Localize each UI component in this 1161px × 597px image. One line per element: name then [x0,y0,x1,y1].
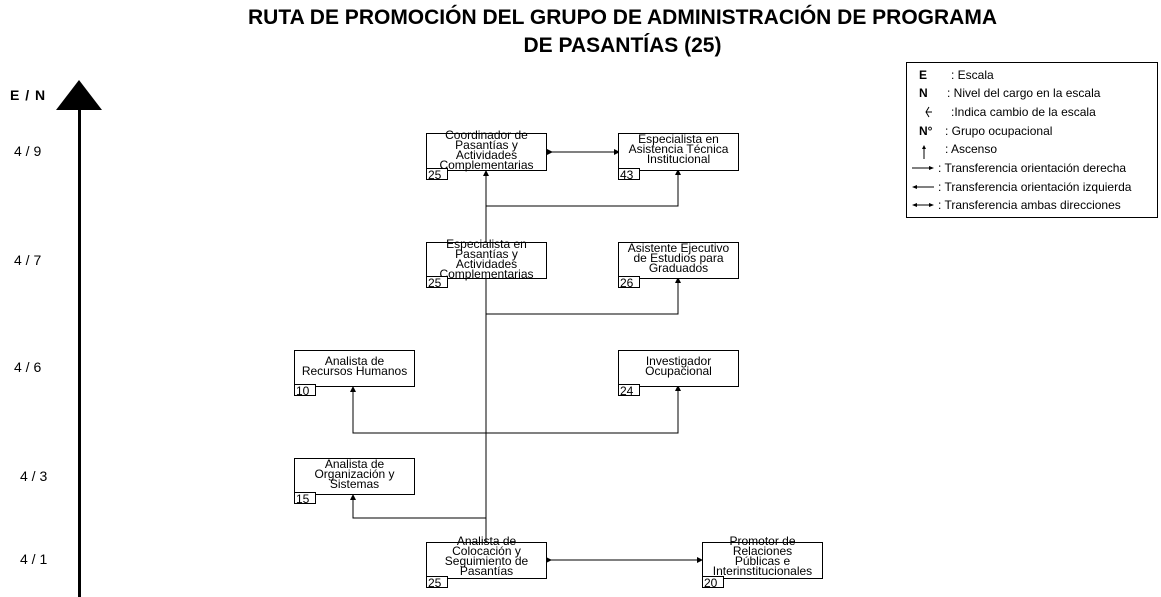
right-arrow-icon [912,166,934,170]
box-title: Promotor de Relaciones Públicas e Interi… [712,534,813,578]
box-title: Investigador Ocupacional [645,354,712,378]
legend-text: : Nivel del cargo en la escala [947,86,1101,100]
box-code: 25 [426,576,448,589]
box-analista-colocacion: Analista de Colocación y Seguimiento de … [426,535,547,589]
legend-text: :Indica cambio de la escala [951,105,1096,119]
legend-text: : Escala [951,68,994,82]
title-line-2: DE PASANTÍAS (25) [523,34,722,57]
box-especialista-pasantias: Especialista en Pasantías y Actividades … [426,237,547,289]
axis-label: E / N [10,87,47,103]
legend-text: : Ascenso [945,142,998,156]
legend-symbol: N° [919,124,933,138]
box-code: 25 [426,168,448,181]
title-line-1: RUTA DE PROMOCIÓN DEL GRUPO DE ADMINISTR… [247,6,998,29]
box-code: 26 [618,276,640,289]
legend-text: : Transferencia orientación derecha [938,161,1127,175]
box-code: 25 [426,276,448,289]
level-label: 4 / 9 [14,143,42,159]
box-code: 15 [294,492,316,505]
box-analista-rrhh: Analista de Recursos Humanos 10 [294,350,415,397]
double-arrow-icon [912,203,934,207]
legend-text: : Grupo ocupacional [945,124,1053,138]
box-asistente-ejecutivo: Asistente Ejecutivo de Estudios para Gra… [618,241,739,289]
level-label: 4 / 1 [20,551,48,567]
legend-symbol: N [919,86,928,100]
box-title: Analista de Recursos Humanos [301,354,408,378]
box-title: Especialista en Pasantías y Actividades … [439,237,534,281]
box-title: Analista de Organización y Sistemas [314,457,395,491]
vertical-axis [78,100,81,597]
box-code: 20 [702,576,724,589]
box-code: 24 [618,384,640,397]
box-coordinador: Coordinador de Pasantías y Actividades C… [426,128,547,181]
left-arrow-icon [912,185,934,189]
box-title: Coordinador de Pasantías y Actividades C… [439,128,534,172]
legend-symbol: E [919,68,928,82]
legend-box: E : Escala N : Nivel del cargo en la esc… [906,62,1158,218]
level-label: 4 / 7 [14,252,42,268]
legend-text: : Transferencia orientación izquierda [938,180,1132,194]
legend-text: : Transferencia ambas direcciones [938,198,1121,212]
box-investigador: Investigador Ocupacional 24 [618,350,739,397]
scale-change-icon [925,106,932,118]
box-title: Analista de Colocación y Seguimiento de … [444,534,529,578]
box-code: 10 [294,384,316,397]
level-label: 4 / 3 [20,468,48,484]
level-label: 4 / 6 [14,359,42,375]
box-analista-organizacion: Analista de Organización y Sistemas 15 [294,457,415,505]
box-title: Asistente Ejecutivo de Estudios para Gra… [627,241,730,275]
up-arrow-icon [922,145,926,159]
box-title: Especialista en Asistencia Técnica Insti… [628,132,729,166]
diagram-title: RUTA DE PROMOCIÓN DEL GRUPO DE ADMINISTR… [0,4,1161,60]
box-code: 43 [618,168,640,181]
box-especialista-asistencia: Especialista en Asistencia Técnica Insti… [618,132,739,181]
box-promotor: Promotor de Relaciones Públicas e Interi… [702,535,823,589]
